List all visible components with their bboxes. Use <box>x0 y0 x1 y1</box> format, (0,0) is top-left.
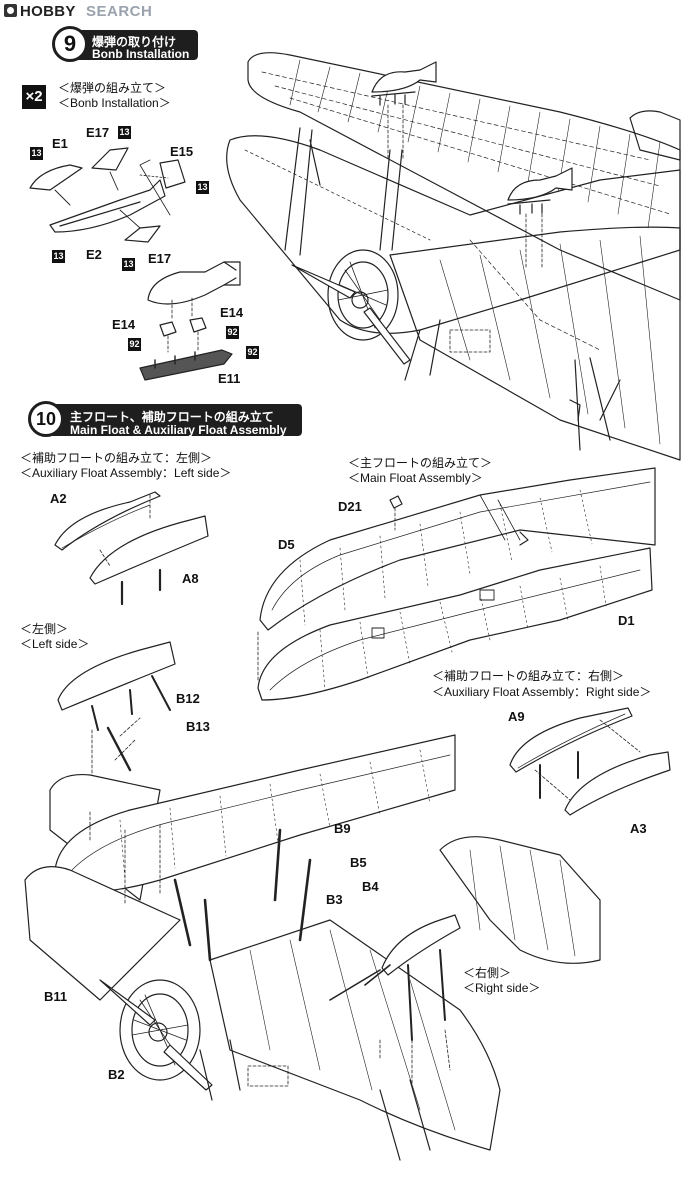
right-side-caption-jp: ＜右側＞ <box>463 966 512 980</box>
step10-aircraft-drawing <box>24 734 601 1161</box>
bomb-assembly-drawing <box>29 147 241 381</box>
part-label-e15: E15 <box>170 144 194 159</box>
left-side-caption-jp: ＜左側＞ <box>20 622 69 636</box>
logo-brand: HOBBY <box>20 3 76 20</box>
step9-aircraft-drawing <box>226 52 681 461</box>
part-label-b4: B4 <box>362 879 379 894</box>
part-label-d5: D5 <box>278 537 295 552</box>
logo-search: SEARCH <box>86 3 153 20</box>
part-label-b2: B2 <box>108 1067 125 1082</box>
part-number-badge: 13 <box>196 181 209 194</box>
part-label-a8: A8 <box>182 571 199 586</box>
aux-left-caption-jp: ＜補助フロートの組み立て：左側＞ <box>20 451 213 465</box>
part-label-e14-left: E14 <box>112 317 136 332</box>
part-label-b5: B5 <box>350 855 367 870</box>
step9-title-en: Bonb Installation <box>92 47 190 61</box>
part-label-b3: B3 <box>326 892 343 907</box>
part-number-badge: 92 <box>226 326 239 339</box>
part-label-e2: E2 <box>86 247 102 262</box>
step10-title-jp: 主フロート、補助フロートの組み立て <box>70 410 274 424</box>
step9-header: 爆弾の取り付け Bonb Installation <box>66 30 198 61</box>
part-number-badge: 13 <box>52 250 65 263</box>
part-label-b13: B13 <box>186 719 210 734</box>
step9-sub-jp: ＜爆弾の組み立て＞ <box>58 81 167 95</box>
main-float-drawing <box>257 467 656 701</box>
part-label-e14-right: E14 <box>220 305 244 320</box>
part-label-e17-upper: E17 <box>86 125 110 140</box>
part-label-a2: A2 <box>50 491 67 506</box>
bomb-upper-icon <box>371 61 437 161</box>
main-float-caption-en: ＜Main Float Assembly＞ <box>348 471 483 485</box>
part-label-a9: A9 <box>508 709 525 724</box>
multiplier-badge: ×2 <box>22 85 46 109</box>
part-label-d21: D21 <box>338 499 362 514</box>
part-label-b12: B12 <box>176 691 200 706</box>
part-number-badge: 13 <box>118 126 131 139</box>
part-label-b11: B11 <box>44 989 68 1004</box>
part-number-badge: 92 <box>246 346 259 359</box>
logo-icon <box>4 4 17 17</box>
part-number-badge: 13 <box>122 258 135 271</box>
part-label-e11: E11 <box>218 371 241 386</box>
bomb-lower-icon <box>507 167 573 269</box>
step10-number: 10 <box>28 401 64 437</box>
aux-float-left-drawing <box>54 491 209 606</box>
step10-title-en: Main Float & Auxiliary Float Assembly <box>70 423 287 437</box>
part-label-a3: A3 <box>630 821 647 836</box>
part-label-d1: D1 <box>618 613 635 628</box>
aux-float-right-drawing <box>509 707 671 816</box>
aux-left-caption-en: ＜Auxiliary Float Assembly：Left side＞ <box>20 466 232 480</box>
step9-sub-en: ＜Bonb Installation＞ <box>58 96 171 110</box>
right-side-caption-en: ＜Right side＞ <box>463 981 541 995</box>
part-number-badge: 13 <box>30 147 43 160</box>
step9-title-jp: 爆弾の取り付け <box>92 35 177 49</box>
left-side-caption-en: ＜Left side＞ <box>20 637 90 651</box>
main-float-caption-jp: ＜主フロートの組み立て＞ <box>348 456 493 470</box>
step9-number: 9 <box>52 26 88 62</box>
part-label-e1: E1 <box>52 136 68 151</box>
aux-right-caption-en: ＜Auxiliary Float Assembly：Right side＞ <box>432 685 652 699</box>
step10-header: 主フロート、補助フロートの組み立て Main Float & Auxiliary… <box>44 404 302 437</box>
part-number-badge: 92 <box>128 338 141 351</box>
part-label-e17-lower: E17 <box>148 251 172 266</box>
aux-right-caption-jp: ＜補助フロートの組み立て：右側＞ <box>432 669 625 683</box>
part-label-b9: B9 <box>334 821 351 836</box>
